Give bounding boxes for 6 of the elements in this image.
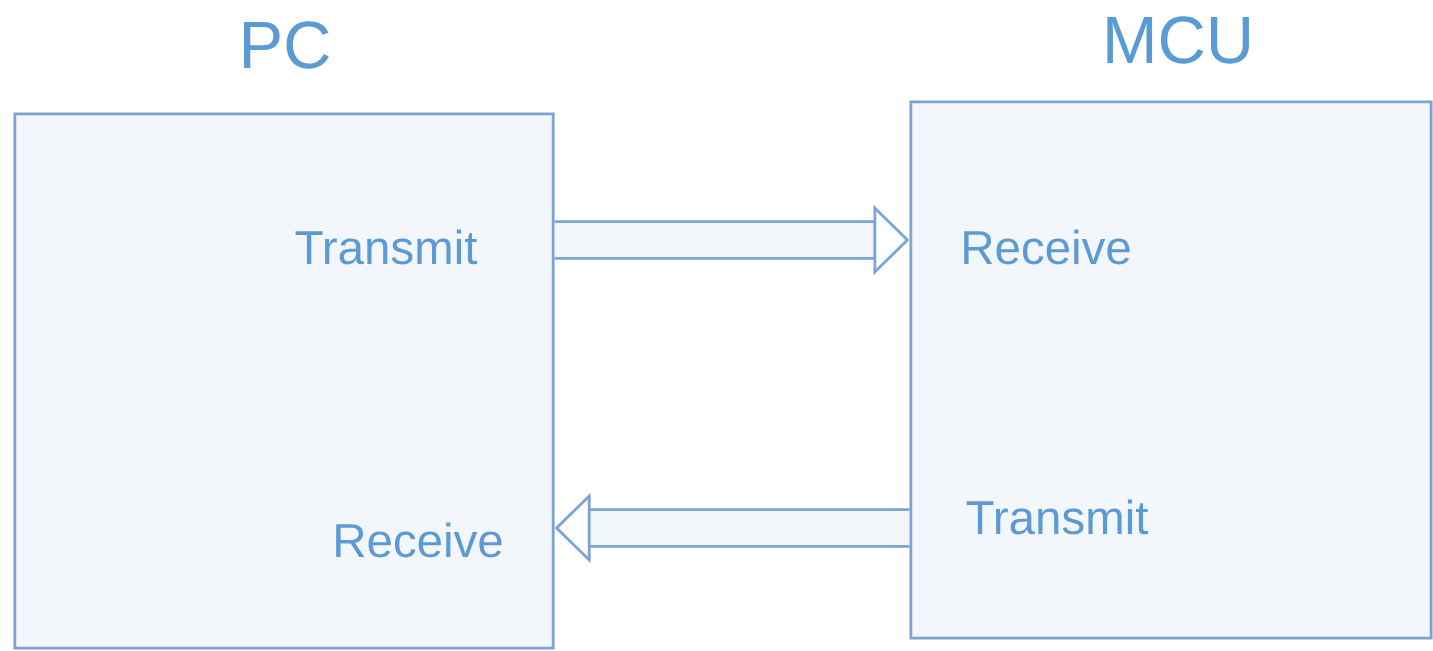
block-title: MCU <box>1107 16 1249 64</box>
port-label: Receive <box>336 522 502 558</box>
block-title: PC <box>244 21 329 69</box>
port-label: Receive <box>964 229 1130 265</box>
port-label: Transmit <box>966 499 1149 535</box>
port-label: Transmit <box>295 229 478 265</box>
